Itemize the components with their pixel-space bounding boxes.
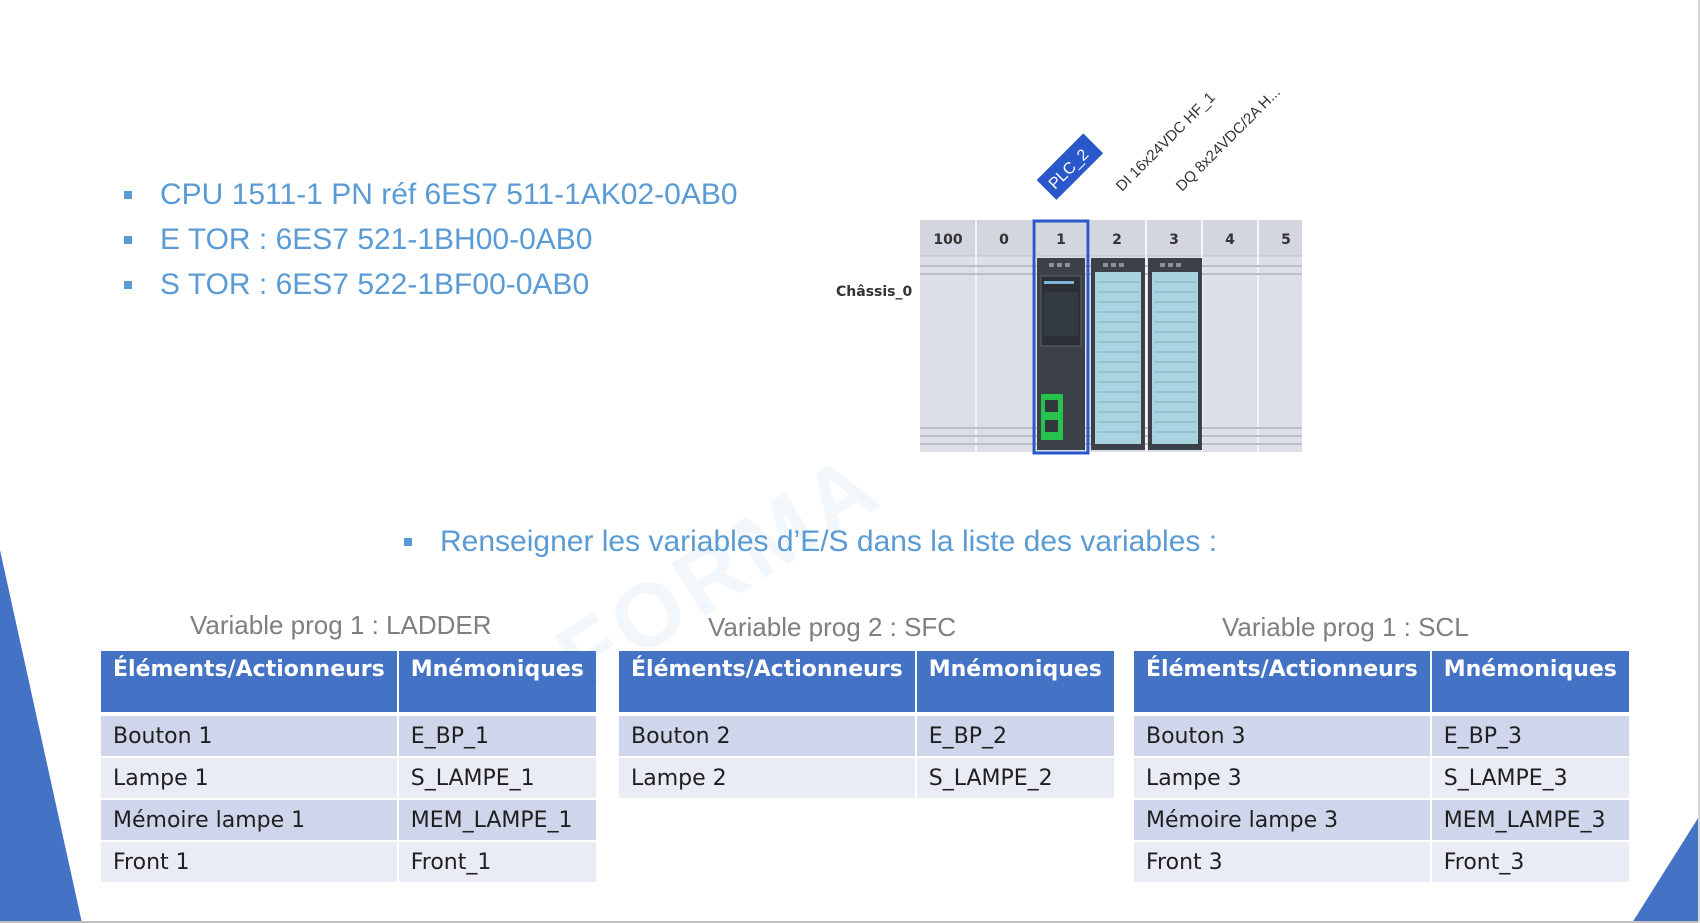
slot-number: 3 — [1169, 232, 1179, 248]
bullet-text: S TOR : 6ES7 522-1BF00-0AB0 — [160, 268, 590, 301]
cpu-bullet-list: CPU 1511-1 PN réf 6ES7 511-1AK02-0AB0 E … — [122, 172, 738, 307]
element-cell: Bouton 1 — [101, 714, 399, 758]
variables-table-ladder: Éléments/Actionneurs Mnémoniques Bouton … — [101, 651, 596, 884]
column-header: Éléments/Actionneurs — [619, 651, 917, 716]
variables-table-sfc: Éléments/Actionneurs Mnémoniques Bouton … — [619, 651, 1114, 800]
table-caption-ladder: Variable prog 1 : LADDER — [190, 610, 492, 640]
module-label-dq[interactable]: DQ 8x24VDC/2A H... — [1173, 84, 1284, 195]
bullet-square-icon — [124, 281, 132, 289]
mnemonic-cell: S_LAMPE_1 — [397, 757, 596, 800]
slot-number: 4 — [1225, 232, 1235, 248]
mnemonic-cell: Front_3 — [1430, 841, 1629, 884]
bullet-item: S TOR : 6ES7 522-1BF00-0AB0 — [122, 262, 738, 307]
slot-number: 100 — [933, 232, 962, 248]
table-row: Lampe 3 S_LAMPE_3 — [1134, 757, 1629, 800]
mnemonic-cell: E_BP_3 — [1430, 714, 1629, 758]
bullet-square-icon — [404, 538, 412, 546]
mnemonic-cell: E_BP_1 — [397, 714, 596, 758]
element-cell: Mémoire lampe 1 — [101, 799, 399, 842]
element-cell: Bouton 3 — [1134, 714, 1432, 758]
table-row: Mémoire lampe 3 MEM_LAMPE_3 — [1134, 799, 1629, 842]
table-row: Front 1 Front_1 — [101, 841, 596, 884]
mnemonic-cell: MEM_LAMPE_3 — [1430, 799, 1629, 842]
table-header-row: Éléments/Actionneurs Mnémoniques — [619, 651, 1114, 716]
column-header: Mnémoniques — [915, 651, 1114, 716]
mnemonic-cell: Front_1 — [397, 841, 596, 884]
slot-number: 2 — [1112, 232, 1122, 248]
element-cell: Front 1 — [101, 841, 399, 884]
table-row: Mémoire lampe 1 MEM_LAMPE_1 — [101, 799, 596, 842]
mnemonic-cell: E_BP_2 — [915, 714, 1114, 758]
table-header-row: Éléments/Actionneurs Mnémoniques — [101, 651, 596, 716]
slot-number: 0 — [999, 232, 1009, 248]
variables-table-scl: Éléments/Actionneurs Mnémoniques Bouton … — [1134, 651, 1629, 884]
bullet-text: CPU 1511-1 PN réf 6ES7 511-1AK02-0AB0 — [160, 178, 738, 211]
table-caption-sfc: Variable prog 2 : SFC — [708, 612, 957, 642]
column-header: Mnémoniques — [1430, 651, 1629, 716]
element-cell: Mémoire lampe 3 — [1134, 799, 1432, 842]
mnemonic-cell: S_LAMPE_2 — [915, 757, 1114, 800]
element-cell: Bouton 2 — [619, 714, 917, 758]
module-label-di[interactable]: DI 16x24VDC HF_1 — [1113, 89, 1219, 195]
table-caption-scl: Variable prog 1 : SCL — [1222, 612, 1469, 642]
element-cell: Lampe 1 — [101, 757, 399, 800]
mnemonic-cell: MEM_LAMPE_1 — [397, 799, 596, 842]
module-label-plc[interactable]: PLC_2 — [1036, 133, 1104, 200]
cpu-module[interactable] — [1032, 219, 1090, 455]
dq-module[interactable] — [1148, 258, 1202, 450]
slot-number: 5 — [1281, 232, 1291, 248]
bullet-item: E TOR : 6ES7 521-1BH00-0AB0 — [122, 217, 738, 262]
bullet-text: E TOR : 6ES7 521-1BH00-0AB0 — [160, 223, 593, 256]
table-row: Bouton 1 E_BP_1 — [101, 714, 596, 758]
instruction-text: Renseigner les variables d’E/S dans la l… — [440, 525, 1218, 558]
table-row: Bouton 3 E_BP_3 — [1134, 714, 1629, 758]
bullet-item: CPU 1511-1 PN réf 6ES7 511-1AK02-0AB0 — [122, 172, 738, 217]
bullet-square-icon — [124, 191, 132, 199]
table-row: Lampe 2 S_LAMPE_2 — [619, 757, 1114, 800]
table-row: Lampe 1 S_LAMPE_1 — [101, 757, 596, 800]
table-header-row: Éléments/Actionneurs Mnémoniques — [1134, 651, 1629, 716]
rack-label: Châssis_0 — [836, 284, 912, 300]
slot-number: 1 — [1056, 232, 1066, 248]
element-cell: Lampe 2 — [619, 757, 917, 800]
element-cell: Front 3 — [1134, 841, 1432, 884]
instruction-bullet: Renseigner les variables d’E/S dans la l… — [402, 522, 1217, 562]
di-module[interactable] — [1091, 258, 1145, 450]
column-header: Éléments/Actionneurs — [101, 651, 399, 716]
element-cell: Lampe 3 — [1134, 757, 1432, 800]
table-row: Bouton 2 E_BP_2 — [619, 714, 1114, 758]
column-header: Mnémoniques — [397, 651, 596, 716]
bullet-square-icon — [124, 236, 132, 244]
mnemonic-cell: S_LAMPE_3 — [1430, 757, 1629, 800]
table-row: Front 3 Front_3 — [1134, 841, 1629, 884]
hardware-config-view: PLC_2 DI 16x24VDC HF_1 DQ 8x24VDC/2A H..… — [836, 84, 1302, 455]
column-header: Éléments/Actionneurs — [1134, 651, 1432, 716]
